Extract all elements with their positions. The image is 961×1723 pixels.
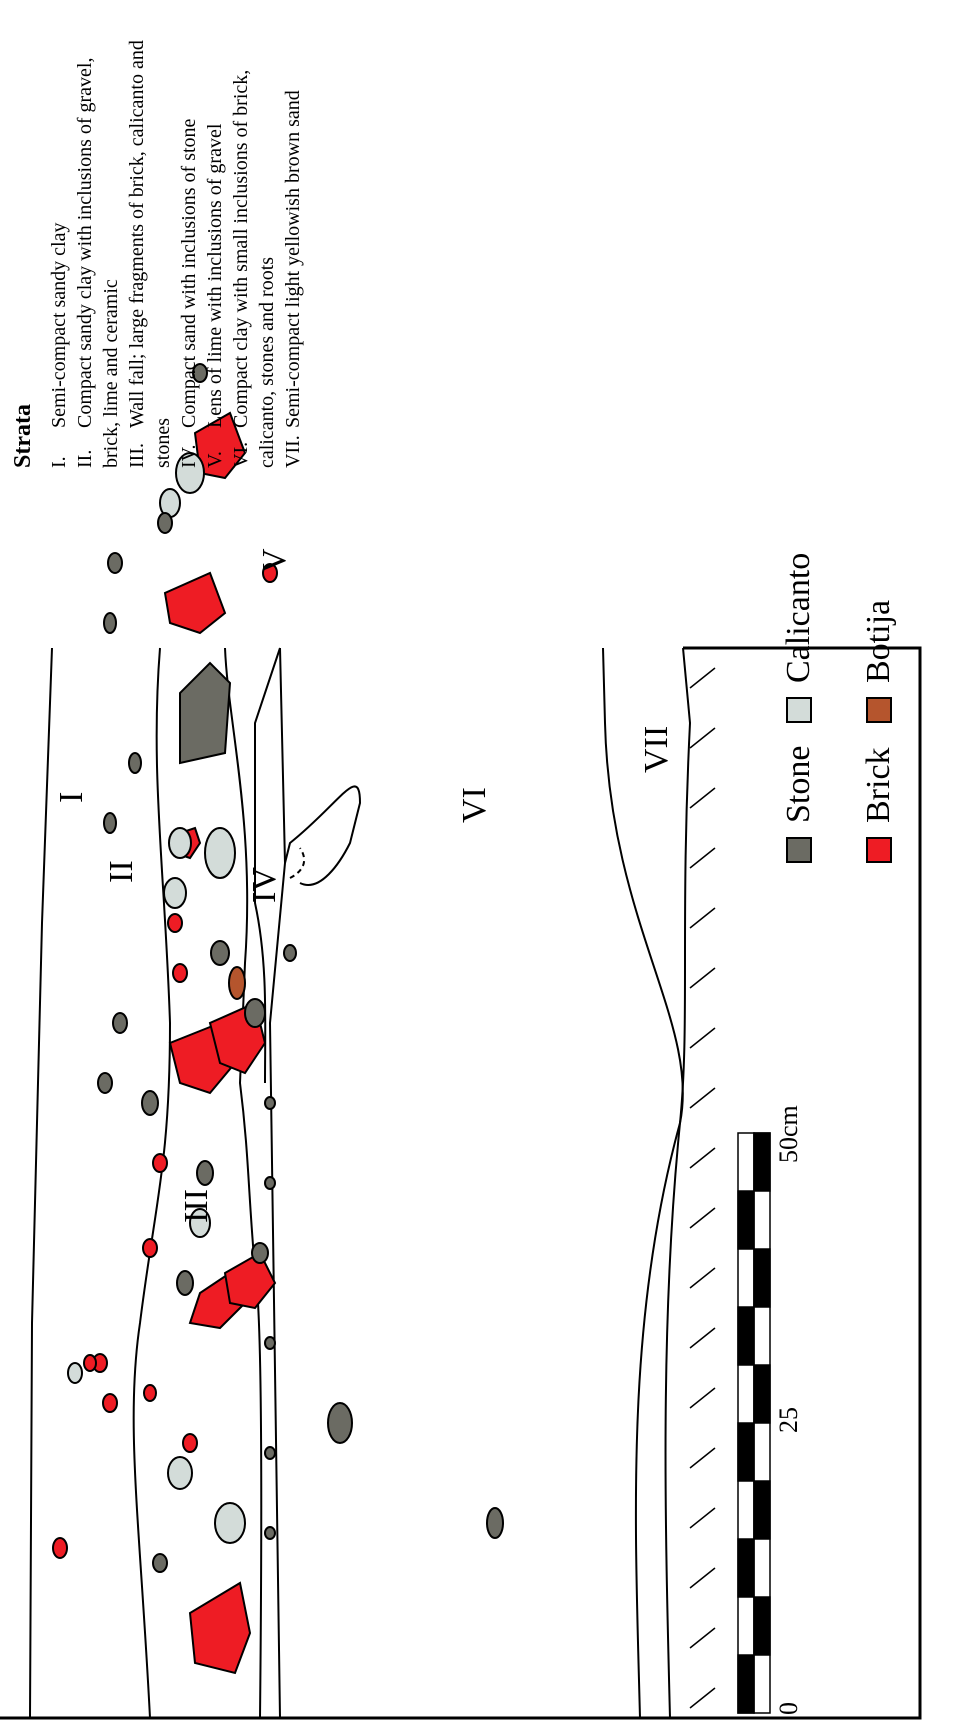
- scale-label-25: 25: [774, 1407, 803, 1433]
- section-outline: [0, 646, 922, 1720]
- strata-item-7: VII.Semi-compact light yellowish brown s…: [282, 90, 304, 468]
- strata-item-2: II.Compact sandy clay with inclusions of…: [74, 57, 122, 468]
- stone-fragments: [97, 363, 504, 1573]
- label-stratum-VI: VI: [456, 787, 493, 823]
- label-stratum-VII: VII: [638, 725, 675, 773]
- boundary-III-IV: [224, 647, 263, 1719]
- stone-swatch: [786, 837, 812, 863]
- label-stratum-IV: IV: [246, 867, 283, 903]
- strata-item-3: III.Wall fall; large fragments of brick,…: [126, 40, 174, 468]
- scale-label-50cm: 50cm: [774, 1105, 803, 1163]
- boundary-VI-VII: [602, 647, 684, 1719]
- pit-dashed: [289, 847, 306, 879]
- legend-brick-label: Brick: [860, 747, 897, 823]
- calicanto-fragments: [67, 452, 246, 1544]
- strata-list: I.Semi-compact sandy clay II.Compact san…: [46, 8, 306, 468]
- brick-fragments: [52, 411, 278, 1675]
- legend-calicanto-box: Calicanto: [780, 553, 818, 723]
- scale-bar: [737, 1132, 771, 1714]
- label-stratum-II: II: [103, 860, 140, 883]
- brick-swatch: [866, 837, 892, 863]
- boundary-VII-bottom: [664, 647, 692, 1719]
- legend-stone-label: Stone: [780, 745, 817, 823]
- pit-outline: [284, 785, 362, 886]
- legend-calicanto-label: Calicanto: [780, 552, 817, 683]
- legend-brick: Brick: [860, 747, 898, 863]
- strata-item-6: VI.Compact clay with small inclusions of…: [230, 69, 278, 468]
- calicanto-swatch: [786, 697, 812, 723]
- botija-swatch: [866, 697, 892, 723]
- legend-stone: Stone: [780, 746, 818, 863]
- label-stratum-I: I: [53, 791, 90, 803]
- botija-fragments: [228, 966, 246, 1000]
- strata-item-4: IV.Compact sand with inclusions of stone: [178, 118, 200, 468]
- strata-title: Strata: [10, 404, 36, 468]
- base-hatching: [689, 667, 716, 1709]
- label-stratum-III: III: [178, 1189, 215, 1223]
- strata-item-1: I.Semi-compact sandy clay: [48, 222, 70, 469]
- scale-label-0: 0: [774, 1702, 803, 1715]
- label-stratum-V: V: [256, 548, 293, 573]
- boundary-II-III: [132, 647, 172, 1719]
- boundary-I-II: [29, 647, 53, 1719]
- boundary-IV-V: [254, 647, 281, 1084]
- legend-botija-label: Botija: [860, 599, 897, 683]
- legend-botija: Botija: [860, 600, 898, 723]
- boundary-IV-VI: [268, 647, 287, 1719]
- strata-item-5: V.Lens of lime with inclusions of gravel: [204, 123, 226, 468]
